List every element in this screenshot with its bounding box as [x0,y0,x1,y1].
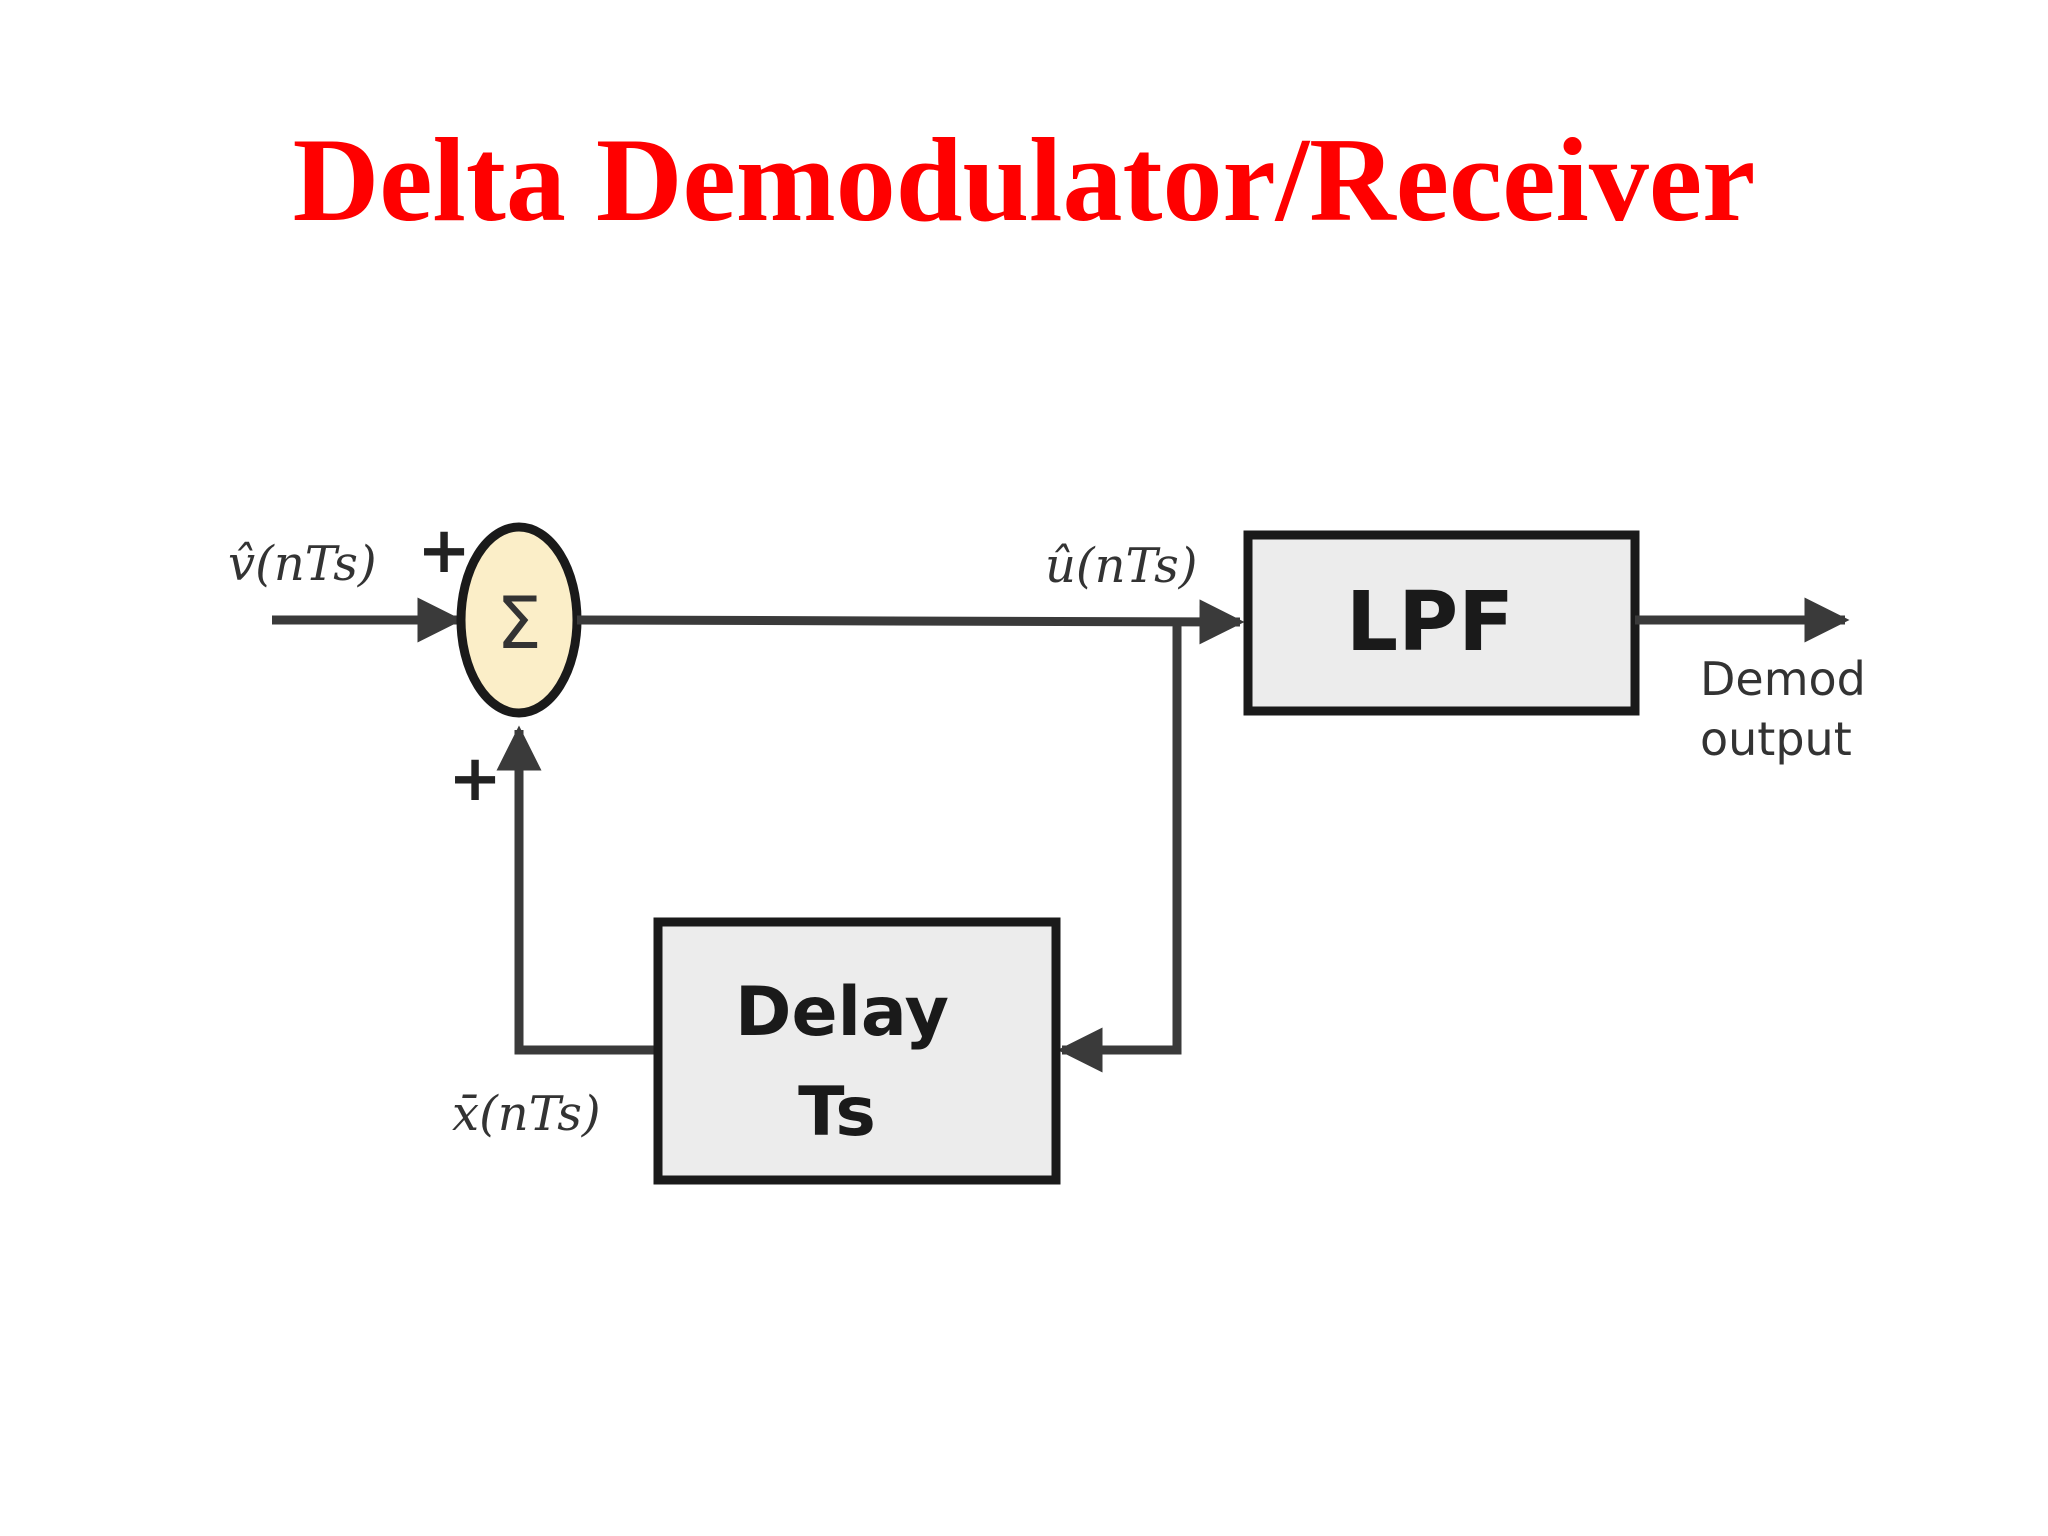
delay-label-line1: Delay [735,973,949,1052]
output-label-line1: Demod [1700,652,1866,706]
feedback-tap-line [1057,622,1182,1073]
lpf-block [1243,530,1640,716]
lpf-label: LPF [1346,575,1514,670]
page-title: Delta Demodulator/Receiver [292,113,1756,246]
summer-top-sign: + [417,514,471,588]
output-label-line2: output [1700,712,1852,766]
summing-symbol: Σ [496,581,542,665]
delay-block [653,917,1061,1185]
delay-label-line2: Ts [798,1073,876,1152]
summer-to-lpf-line [576,599,1245,645]
input-signal-label: v̂(nTs) [228,536,377,592]
intermediate-signal-label: û(nTs) [1045,538,1197,594]
feedback-signal-label: x̄(nTs) [452,1086,601,1142]
summer-bottom-sign: + [448,742,502,816]
delay-to-summer-line [496,725,657,1055]
